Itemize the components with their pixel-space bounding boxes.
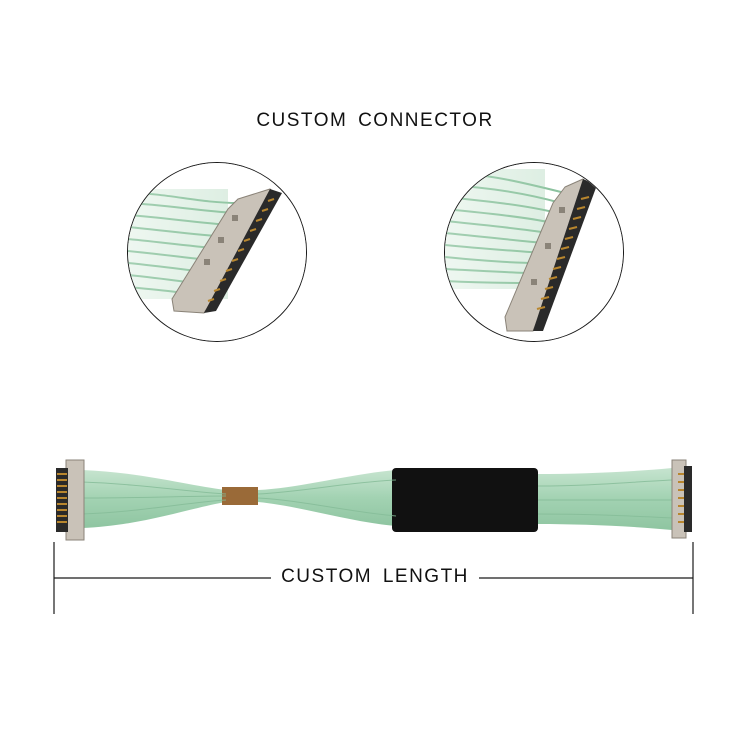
wire-fan-left — [82, 470, 226, 528]
connector-closeup-right-image — [445, 163, 623, 341]
length-label: CUSTOM LENGTH — [0, 566, 750, 588]
connector-zoom-right — [444, 162, 624, 342]
tape-band — [222, 487, 258, 505]
page-title: CUSTOM CONNECTOR — [256, 110, 494, 131]
connector-left — [56, 459, 85, 541]
cable-assembly-image — [56, 459, 692, 541]
black-sleeve — [392, 468, 538, 532]
cable-assembly — [0, 450, 750, 550]
wire-fan-right — [538, 468, 672, 530]
connector-zoom-left — [127, 162, 307, 342]
connector-body-right — [504, 178, 597, 332]
length-label-text: CUSTOM LENGTH — [271, 566, 479, 587]
connector-right — [671, 459, 692, 539]
connector-body-left — [171, 188, 282, 314]
wire-fan-middle — [258, 470, 396, 526]
connector-closeup-left-image — [128, 163, 306, 341]
